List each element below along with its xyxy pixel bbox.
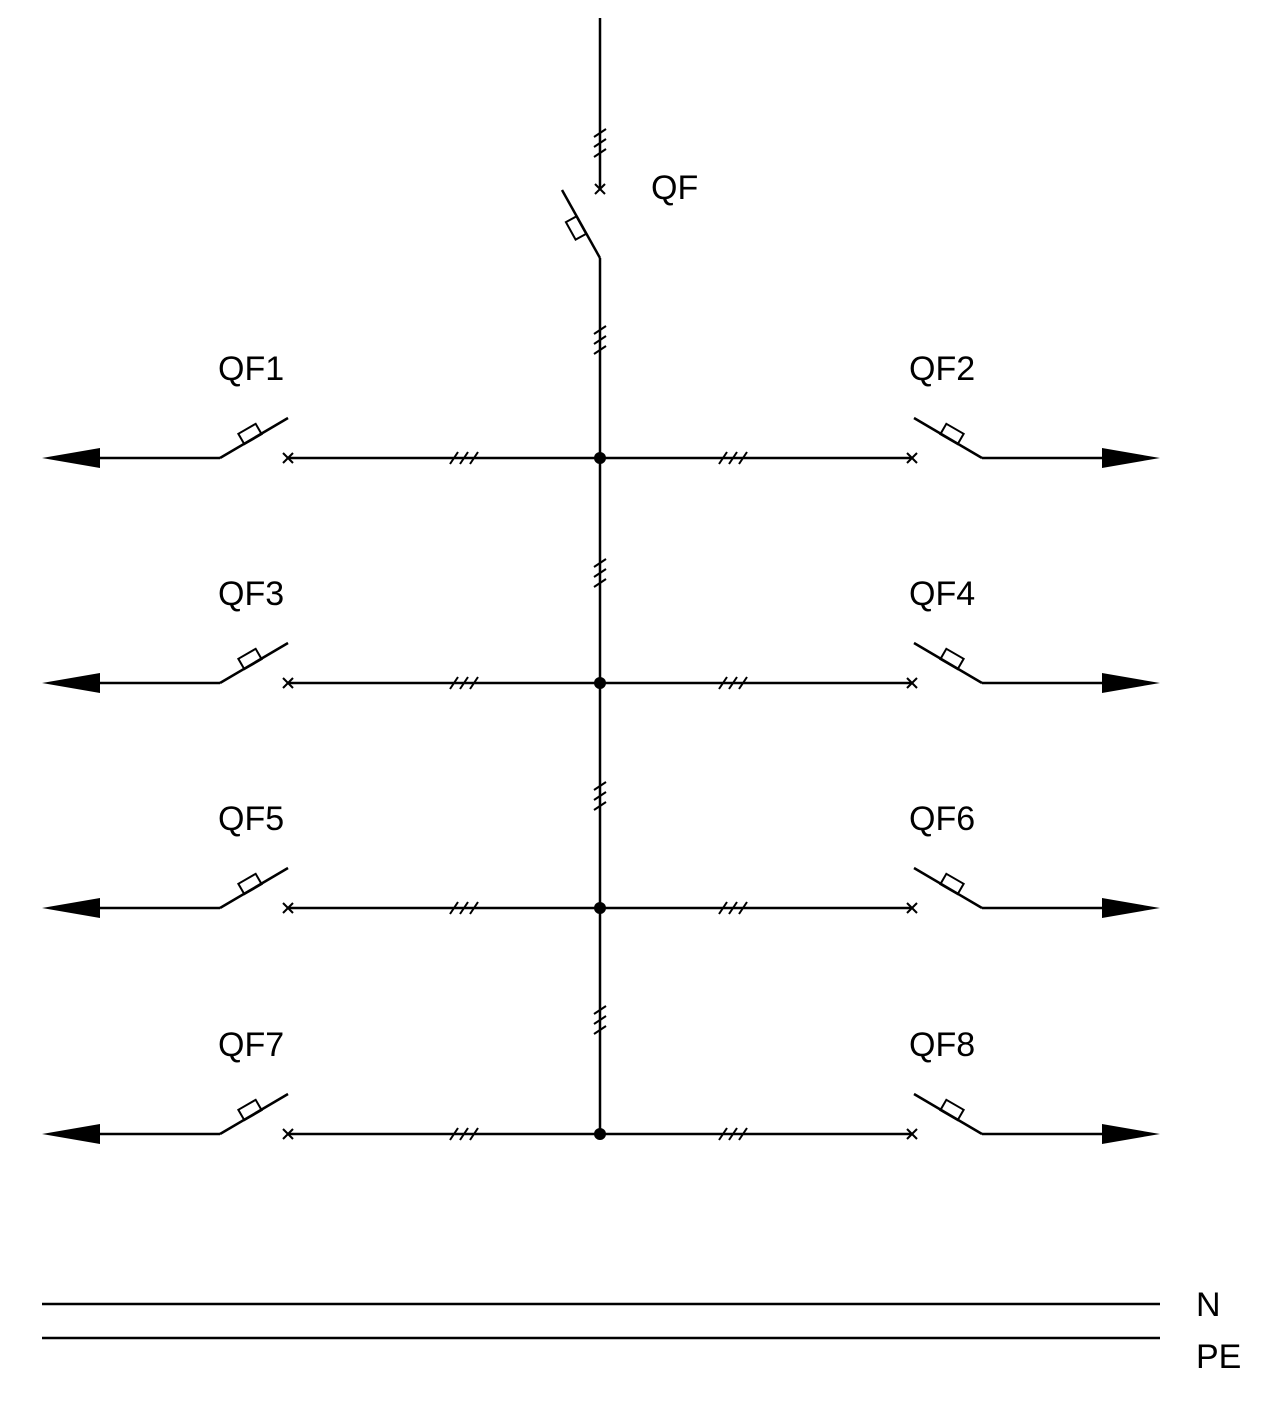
outgoing-arrow-right xyxy=(1102,1124,1160,1144)
feeder-label-right: QF4 xyxy=(909,575,975,613)
trip-box-right xyxy=(938,422,966,446)
outgoing-arrow-right xyxy=(1102,898,1160,918)
feeder-label-left: QF5 xyxy=(218,800,284,838)
three-phase-mark-left xyxy=(449,451,479,465)
main-incomer: QF xyxy=(560,18,698,259)
feeder-label-right: QF6 xyxy=(909,800,975,838)
contact-cross-right xyxy=(906,1128,918,1140)
pe-bus-label: PE xyxy=(1196,1338,1241,1376)
outgoing-arrow-left xyxy=(42,1124,100,1144)
three-phase-mark-left xyxy=(449,676,479,690)
contact-cross-right xyxy=(906,452,918,464)
protective-earth-bus: PE xyxy=(42,1336,1241,1376)
neutral-bus: N xyxy=(42,1286,1221,1324)
trip-box-left xyxy=(236,872,264,896)
three-phase-mark-left xyxy=(449,1127,479,1141)
outgoing-arrow-left xyxy=(42,898,100,918)
trip-box-left xyxy=(236,647,264,671)
busbar-three-phase-marks xyxy=(593,325,607,1035)
outgoing-arrow-right xyxy=(1102,448,1160,468)
outgoing-arrow-right xyxy=(1102,673,1160,693)
neutral-bus-label: N xyxy=(1196,1286,1221,1324)
feeder-label-left: QF1 xyxy=(218,350,284,388)
trip-box-left xyxy=(236,1098,264,1122)
contact-cross xyxy=(594,183,606,195)
trip-box-right xyxy=(938,647,966,671)
trip-box-left xyxy=(236,422,264,446)
contact-cross-right xyxy=(906,902,918,914)
feeder-row-3: QF5 QF6 xyxy=(42,800,1160,918)
outgoing-arrow-left xyxy=(42,673,100,693)
feeder-row-2: QF3 QF4 xyxy=(42,575,1160,693)
contact-cross-right xyxy=(906,677,918,689)
three-phase-mark-right xyxy=(718,676,748,690)
feeder-label-right: QF8 xyxy=(909,1026,975,1064)
feeder-label-left: QF7 xyxy=(218,1026,284,1064)
breaker-trip-box xyxy=(564,214,588,242)
outgoing-arrow-left xyxy=(42,448,100,468)
main-breaker-label: QF xyxy=(651,169,698,207)
feeder-row-4: QF7 QF8 xyxy=(42,1026,1160,1144)
feeder-label-right: QF2 xyxy=(909,350,975,388)
trip-box-right xyxy=(938,1098,966,1122)
three-phase-mark-left xyxy=(449,901,479,915)
three-phase-mark-right xyxy=(718,1127,748,1141)
feeder-row-1: QF1 QF2 xyxy=(42,350,1160,468)
trip-box-right xyxy=(938,872,966,896)
three-phase-mark-right xyxy=(718,901,748,915)
feeder-label-left: QF3 xyxy=(218,575,284,613)
three-phase-mark-right xyxy=(718,451,748,465)
three-phase-mark xyxy=(593,128,607,158)
